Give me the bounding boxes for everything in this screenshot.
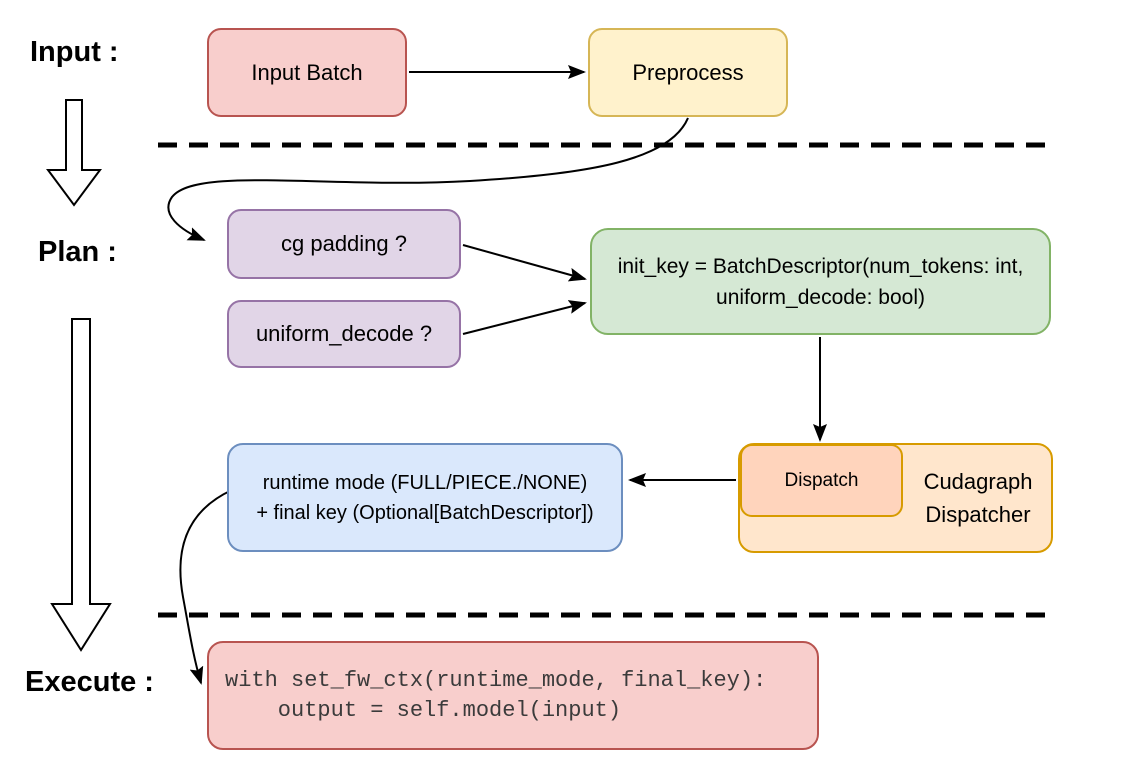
execute-code-line1: with set_fw_ctx(runtime_mode, final_key)… bbox=[225, 667, 767, 693]
preprocess-label: Preprocess bbox=[632, 59, 744, 85]
section-label-input: Input : bbox=[30, 36, 119, 68]
runtime-mode-line1: runtime mode (FULL/PIECE./NONE) bbox=[262, 471, 588, 494]
arrow-cg-padding-to-init-key bbox=[462, 244, 587, 282]
init-key-node: init_key = BatchDescriptor(num_tokens: i… bbox=[590, 228, 1051, 335]
input-batch-label: Input Batch bbox=[251, 59, 363, 85]
arrow-runtime-mode-to-execute-code bbox=[179, 489, 233, 685]
runtime-mode-line2: + final key (Optional[BatchDescriptor]) bbox=[256, 501, 594, 524]
uniform-decode-label: uniform_decode ? bbox=[255, 321, 433, 347]
section-label-plan: Plan : bbox=[38, 236, 117, 268]
section-label-execute: Execute : bbox=[25, 666, 154, 698]
block-arrow-plan-to-execute bbox=[50, 318, 112, 652]
dispatch-label: Dispatch bbox=[784, 469, 859, 491]
cg-padding-label: cg padding ? bbox=[281, 231, 407, 257]
preprocess-node: Preprocess bbox=[588, 28, 788, 117]
arrow-uniform-decode-to-init-key bbox=[462, 300, 587, 335]
cudagraph-dispatcher-line2: Dispatcher bbox=[925, 502, 1031, 527]
input-batch-node: Input Batch bbox=[207, 28, 407, 117]
uniform-decode-node: uniform_decode ? bbox=[227, 300, 461, 368]
execute-code-node: with set_fw_ctx(runtime_mode, final_key)… bbox=[207, 641, 819, 750]
init-key-line1: init_key = BatchDescriptor(num_tokens: i… bbox=[617, 254, 1024, 278]
block-arrow-input-to-plan bbox=[46, 99, 102, 207]
dispatch-node: Dispatch bbox=[740, 444, 903, 517]
init-key-line2: uniform_decode: bool) bbox=[716, 285, 925, 309]
cudagraph-dispatcher-line1: Cudagraph bbox=[923, 469, 1033, 494]
execute-code-line2: output = self.model(input) bbox=[225, 697, 622, 723]
arrow-preprocess-to-cg-padding bbox=[167, 117, 689, 241]
runtime-mode-node: runtime mode (FULL/PIECE./NONE) + final … bbox=[227, 443, 623, 552]
cudagraph-dispatcher-label: Cudagraph Dispatcher bbox=[903, 443, 1053, 553]
cg-padding-node: cg padding ? bbox=[227, 209, 461, 279]
